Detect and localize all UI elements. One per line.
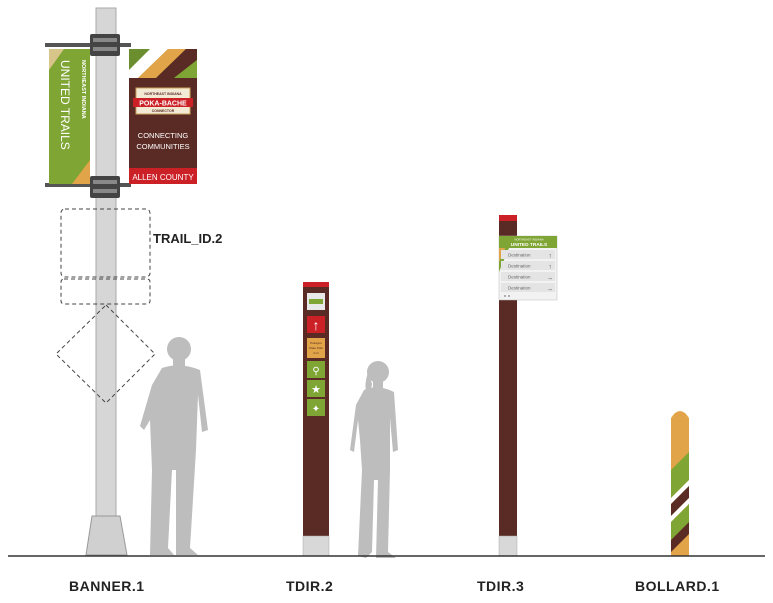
tdir3-caption: TDIR.3: [477, 578, 525, 594]
female-silhouette: [350, 361, 398, 558]
pole-base: [85, 515, 128, 556]
tdir3-row-4: Destination →: [501, 283, 555, 293]
dog-walking-panel: ✦: [307, 399, 325, 416]
destination-line3: 3 mi: [313, 351, 319, 355]
badge-top-text: NORTHEAST INDIANA: [144, 92, 182, 96]
arrow-up-icon: ↑: [313, 317, 320, 333]
badge-bottom-text: CONNECTOR: [152, 109, 175, 113]
dog-icon: ✦: [312, 404, 320, 415]
row-4-arrow-icon: →: [547, 287, 553, 293]
row-1-arrow-icon: ↑: [549, 254, 552, 260]
bollard-caption: BOLLARD.1: [635, 578, 720, 594]
trail-id-panel-logo: [307, 293, 325, 310]
tdir2-caption: TDIR.2: [286, 578, 334, 594]
banner-footer: ALLEN COUNTY: [132, 173, 194, 182]
sign-dot-icon: [508, 295, 510, 297]
banner-left-title: UNITED TRAILS: [58, 60, 72, 150]
bicycle-panel: ⚲: [307, 361, 325, 378]
tdir3-header: UNITED TRAILS: [511, 242, 548, 248]
banner-caption: BANNER.1: [69, 578, 145, 594]
badge-name: POKA-BACHE: [139, 101, 187, 108]
male-silhouette: [140, 337, 208, 555]
poka-bache-banner: NORTHEAST INDIANA POKA-BACHE CONNECTOR C…: [129, 49, 197, 184]
destination-line1: Pokagon: [310, 341, 322, 345]
tdir3-row-1: Destination ↑: [501, 250, 555, 260]
destination-panel: Pokagon State Park 3 mi: [307, 338, 325, 358]
light-pole: [95, 7, 117, 517]
row-4-label: Destination: [508, 286, 531, 291]
trail-id-placeholder: [55, 208, 156, 404]
row-1-label: Destination: [508, 253, 531, 258]
banner-slogan-line1: CONNECTING: [138, 131, 189, 140]
tdir3-post: NORTHEAST INDIANA UNITED TRAILS Destinat…: [498, 215, 558, 557]
top-banner-bracket: [45, 34, 131, 56]
bollard: [671, 411, 689, 556]
united-trails-banner: NORTHEAST INDIANA UNITED TRAILS: [49, 49, 90, 184]
banner-left-subtitle: NORTHEAST INDIANA: [80, 60, 86, 119]
row-2-label: Destination: [508, 264, 531, 269]
tdir3-header-small: NORTHEAST INDIANA: [514, 238, 543, 242]
tdir3-row-3: Destination →: [501, 272, 555, 282]
bicycle-icon: ⚲: [312, 366, 319, 377]
banner-slogan-line2: COMMUNITIES: [136, 142, 189, 151]
tdir3-row-2: Destination ↑: [501, 261, 555, 271]
row-3-arrow-icon: →: [547, 276, 553, 282]
banner-pole-assembly: NORTHEAST INDIANA UNITED TRAILS NORTHEAS…: [45, 7, 197, 556]
destination-line2: State Park: [309, 346, 324, 350]
tdir3-directional-sign: NORTHEAST INDIANA UNITED TRAILS Destinat…: [498, 235, 558, 301]
sign-dot-icon: [504, 295, 506, 297]
row-3-label: Destination: [508, 275, 531, 280]
arrow-up-panel: ↑: [307, 316, 325, 333]
pedestrian-icon: ★: [311, 384, 321, 396]
tdir2-post: ↑ Pokagon State Park 3 mi ⚲ ★ ✦: [302, 282, 330, 557]
row-2-arrow-icon: ↑: [549, 265, 552, 271]
pedestrian-panel: ★: [307, 380, 325, 397]
bottom-banner-bracket: [45, 176, 131, 198]
trail-id-callout: TRAIL_ID.2: [153, 231, 222, 246]
